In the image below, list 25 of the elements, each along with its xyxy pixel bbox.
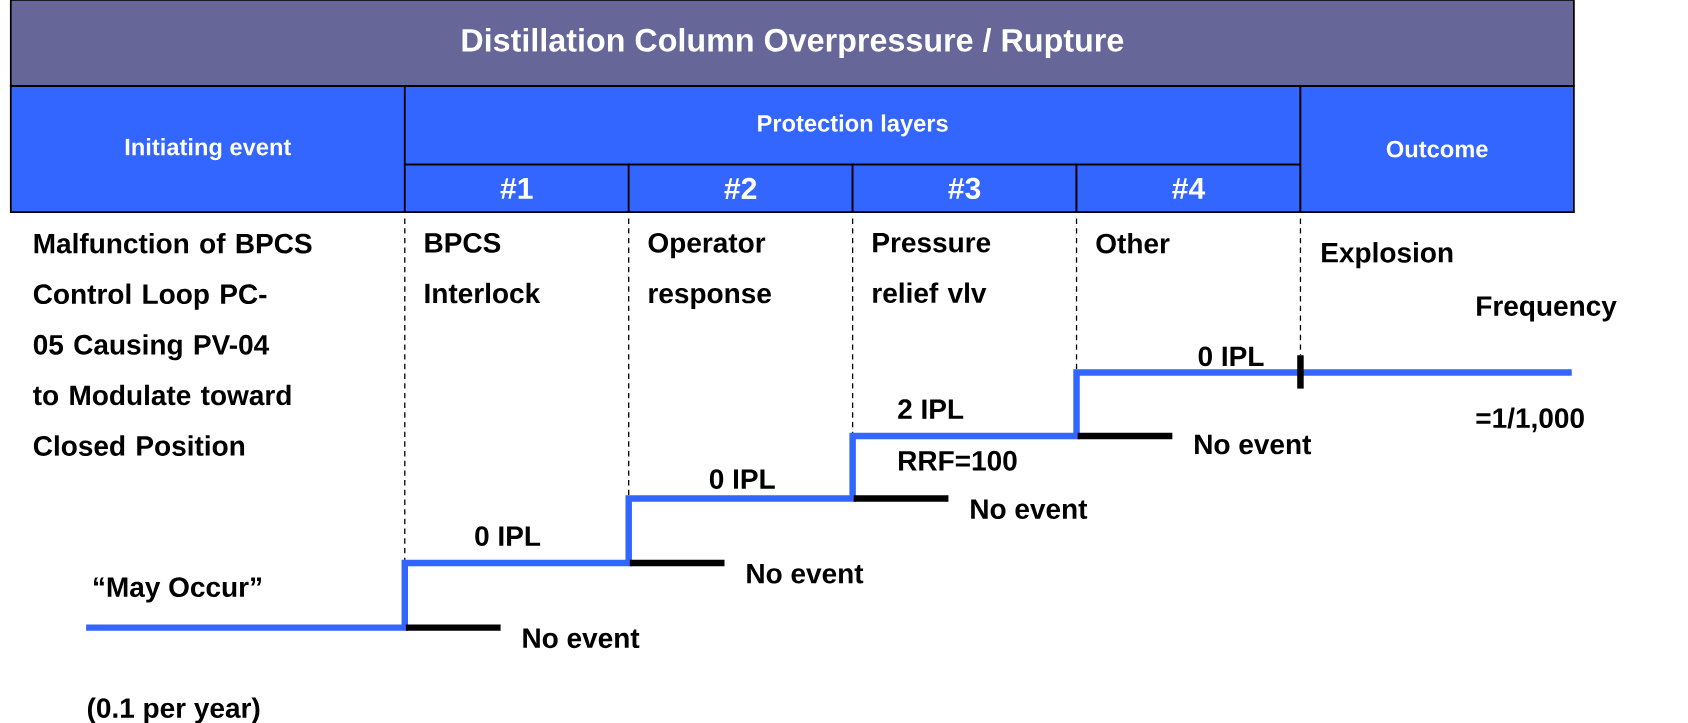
rrf-label: RRF=100: [899, 450, 1017, 471]
header-cell: #1: [403, 163, 630, 213]
layer-name: Other: [1096, 232, 1170, 254]
branch-label: No event: [971, 499, 1088, 519]
layer-name: BPCS Interlock: [425, 232, 541, 304]
likelihood-label: “May Occur”: [94, 577, 261, 603]
branch-label: No event: [523, 628, 640, 648]
title-band: Distillation Column Overpressure / Rupture: [9, 0, 1575, 87]
branch-label: No event: [747, 563, 864, 584]
header-cell: Outcome: [1299, 85, 1575, 213]
header-cell: Initiating event: [9, 85, 406, 213]
branch-label: No event: [1195, 434, 1312, 455]
ipl-label: 0 IPL: [709, 468, 775, 489]
layer-name: Operator response: [648, 232, 771, 309]
header-cell: #4: [1075, 163, 1302, 213]
frequency-label: (0.1 per year): [87, 697, 260, 723]
outcome-name: Explosion: [1322, 241, 1453, 268]
layer-name: Pressure relief vlv: [873, 232, 991, 303]
ipl-label: 2 IPL: [898, 399, 964, 419]
header-cell: #3: [851, 163, 1078, 213]
ipl-label: 0 IPL: [475, 526, 541, 546]
header-cell: #2: [627, 163, 854, 213]
frequency-value: =1/1,000: [1476, 407, 1584, 432]
frequency-label: Frequency: [1477, 296, 1617, 322]
ipl-label: 0 IPL: [1198, 346, 1264, 366]
